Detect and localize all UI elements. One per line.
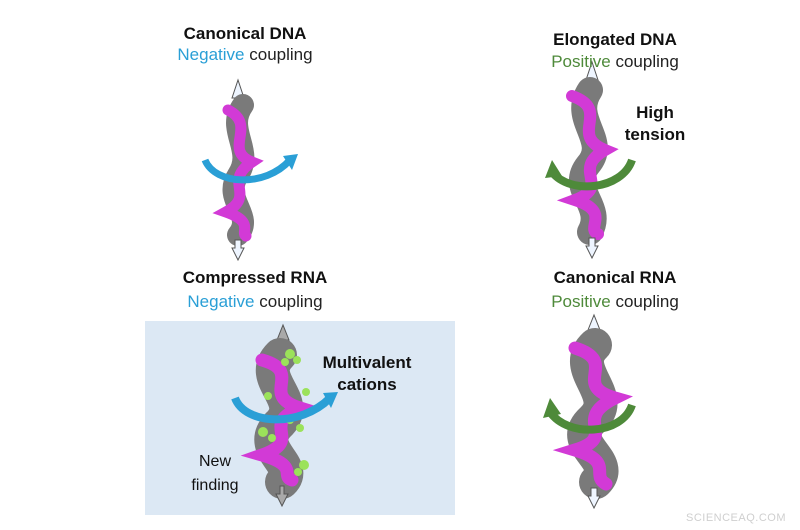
rotation-arrow-positive <box>548 158 636 191</box>
canonical-rna-coupling: Positive coupling <box>540 292 690 312</box>
high-tension-label: High tension <box>615 102 695 146</box>
watermark: SCIENCEAQ.COM <box>685 512 786 524</box>
canonical-rna-helix <box>543 313 636 510</box>
coupling-type: Positive <box>551 52 611 71</box>
coupling-type: Negative <box>187 292 255 311</box>
compressed-rna-helix <box>231 323 338 508</box>
canonical-dna-coupling: Negative coupling <box>170 45 320 65</box>
note-line-1: Multivalent <box>322 353 412 372</box>
stretch-arrow-down <box>231 239 245 262</box>
canonical-rna-title: Canonical RNA <box>553 268 677 287</box>
elongated-dna-helix <box>545 60 636 260</box>
canonical-dna-helix <box>201 78 298 262</box>
coupling-type: Positive <box>551 292 611 311</box>
finding-line-2: finding <box>191 477 239 494</box>
coupling-label: coupling <box>610 292 679 311</box>
finding-line-1: New <box>198 453 231 470</box>
cation-clusters <box>258 349 310 476</box>
note-line-1: High <box>636 103 674 122</box>
compressed-rna-title: Compressed RNA <box>182 268 328 287</box>
coupling-label: coupling <box>610 52 679 71</box>
coupling-label: coupling <box>254 292 323 311</box>
multivalent-cations-label: Multivalent cations <box>312 352 422 396</box>
elongated-dna-title: Elongated DNA <box>553 30 677 49</box>
rotation-arrow-negative <box>201 157 293 184</box>
elongated-dna-coupling: Positive coupling <box>540 52 690 72</box>
coupling-type: Negative <box>177 45 245 64</box>
new-finding-label: New finding <box>180 450 250 498</box>
note-line-2: cations <box>337 375 397 394</box>
coupling-label: coupling <box>244 45 313 64</box>
compressed-rna-coupling: Negative coupling <box>180 292 330 312</box>
note-line-2: tension <box>624 125 686 144</box>
canonical-dna-title: Canonical DNA <box>183 24 307 43</box>
